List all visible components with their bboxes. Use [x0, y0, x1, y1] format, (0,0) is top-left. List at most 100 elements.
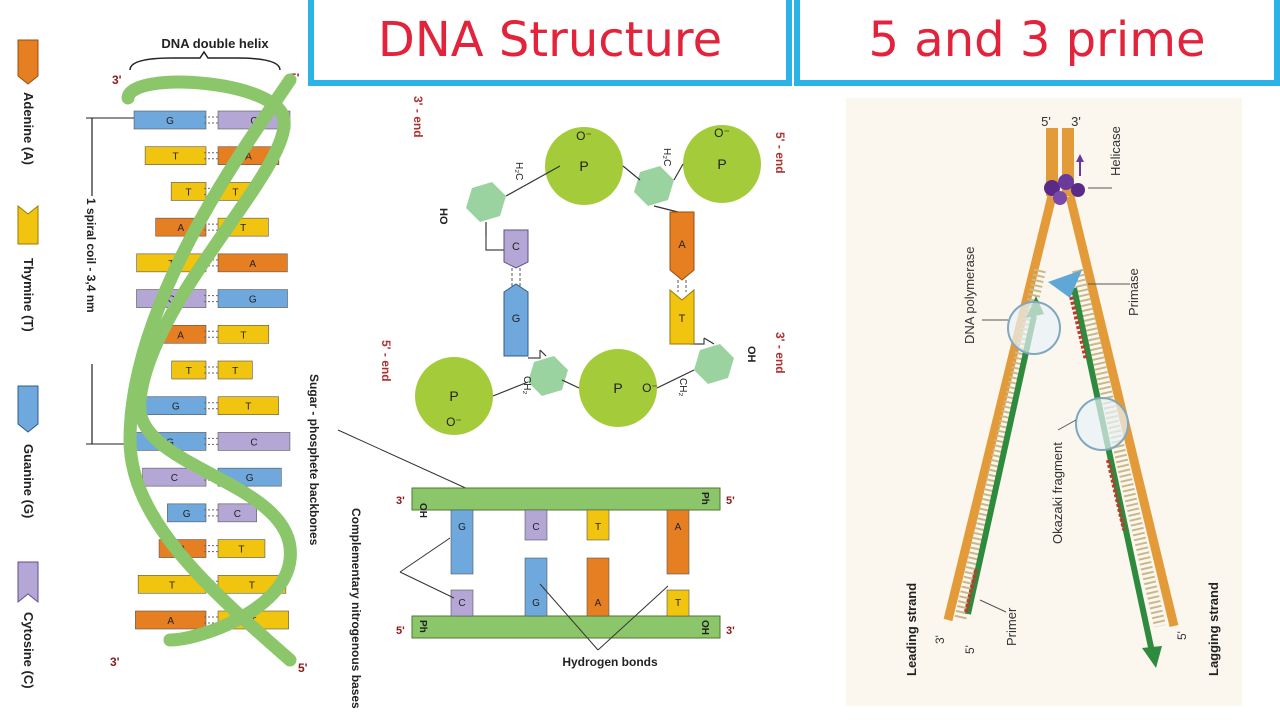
helix-base-left — [171, 360, 207, 380]
chem-end-5-top: 5' - end — [773, 132, 787, 174]
ladder-top-base-label: A — [675, 522, 682, 533]
lagging-rungs — [1072, 268, 1166, 628]
ladder-bottom-rail — [411, 615, 721, 639]
helix-base-left-label: C — [168, 295, 175, 306]
fork-leading-strand: Leading strand — [904, 583, 919, 676]
helix-backbone-2 — [121, 75, 297, 647]
chem-link-g — [528, 350, 541, 359]
complementary-pointer-1 — [399, 537, 451, 573]
hydrogen-pointer-2 — [597, 585, 669, 651]
chem-ch2-2: CH₂ — [677, 378, 688, 396]
helix-backbone-1 — [123, 73, 297, 667]
sugar-ring-3 — [528, 356, 568, 396]
chem-base-t — [669, 288, 695, 345]
helix-base-left — [133, 110, 207, 130]
ladder-top-base — [524, 509, 548, 541]
ladder-oh-bottom: OH — [699, 620, 710, 635]
title-prime-text: 5 and 3 prime — [868, 12, 1206, 68]
fork-top-5: 5' — [1041, 114, 1051, 129]
ladder-bottom-base-label: C — [458, 598, 465, 609]
helix-base-right-label: T — [232, 187, 238, 198]
ladder-bottom-base-label: A — [595, 598, 602, 609]
primase-icon — [1048, 270, 1082, 298]
chem-base-t-label: T — [679, 313, 686, 325]
chem-base-a-label: A — [678, 239, 686, 251]
ladder-top-base — [666, 509, 690, 575]
fork-okazaki: Okazaki fragment — [1050, 442, 1065, 544]
helix-base-left-label: G — [166, 116, 174, 127]
sugar-ring-4 — [694, 344, 734, 384]
legend-thymine: Thymine (T) — [21, 258, 36, 332]
chem-base-g — [503, 283, 529, 357]
ladder-top-base-label: T — [595, 522, 601, 533]
complementary-label: Complementary nitrogenous bases — [349, 508, 363, 709]
okazaki-pointer — [1057, 419, 1077, 431]
fork-bottom-3: 3' — [933, 635, 947, 644]
ladder-top-base — [450, 509, 474, 575]
ladder-bottom-base — [524, 557, 548, 617]
thymine-legend-icon — [17, 204, 39, 245]
fork-primer: Primer — [1004, 607, 1019, 646]
helix-base-left-label: T — [186, 366, 192, 377]
coil-label: 1 spiral coil - 3,4 nm — [84, 198, 98, 313]
leading-template — [943, 194, 1057, 622]
ladder-ph-top: Ph — [699, 492, 710, 505]
fork-helicase: Helicase — [1108, 126, 1123, 176]
helix-base-right — [217, 432, 291, 451]
helix-base-right — [217, 360, 253, 380]
chem-link-t — [690, 338, 705, 345]
helix-base-right-label: A — [245, 152, 252, 163]
p-atom-2: P — [717, 156, 726, 172]
lagging-arrowhead-icon — [1142, 646, 1162, 668]
phosphate-2 — [683, 125, 761, 203]
replication-fork: 5' 3' Helicase Primase DNA polymerase — [846, 98, 1242, 706]
helix-base-right-label: G — [249, 295, 257, 306]
bond-2 — [622, 165, 641, 181]
helix-base-right — [217, 324, 270, 344]
coil-label-bg — [84, 196, 100, 364]
chemical-structure: 3' - end 5' - end 3' - end 5' - end P P … — [379, 96, 787, 435]
helix-base-right-label: A — [249, 259, 256, 270]
complementary-pointer-2 — [399, 571, 455, 599]
ladder-top-left: 3' — [396, 495, 405, 507]
ladder-bottom-base — [450, 589, 474, 617]
p-atom-4: P — [449, 388, 458, 404]
helix-base-left-label: A — [167, 616, 174, 627]
chem-ho: HO — [437, 208, 449, 225]
dna-double-helix: DNA double helix 3' 5' 3' 5' 1 spiral co… — [84, 36, 471, 675]
bond-1 — [505, 165, 561, 197]
helix-base-left — [135, 610, 207, 630]
ladder-top-rail — [411, 487, 721, 511]
hydrogen-pointer-1 — [539, 583, 599, 651]
helix-base-right-label: T — [240, 223, 246, 234]
ladder-bottom-right: 3' — [726, 625, 735, 637]
bond-9 — [539, 349, 547, 357]
chem-end-3-top: 3' - end — [411, 96, 425, 138]
ladder-bottom-left: 5' — [396, 625, 405, 637]
helix-base-left-label: T — [173, 152, 179, 163]
helix-base-right-label: T — [232, 366, 238, 377]
dna-polymerase-1-icon — [1007, 301, 1061, 355]
helix-end-bottom-right: 5' — [298, 661, 308, 675]
chem-link-c — [485, 236, 504, 251]
helix-base-left-label: G — [172, 402, 180, 413]
helix-base-right — [217, 539, 266, 558]
title-5-and-3-prime: 5 and 3 prime — [794, 0, 1280, 86]
helix-base-left-label: G — [183, 509, 191, 520]
dna-polymerase-2-icon — [1075, 397, 1129, 451]
primer-lagging-2 — [1106, 459, 1126, 531]
chem-base-g-label: G — [512, 313, 521, 325]
helicase-icon — [1044, 174, 1085, 205]
o-minus-1: O⁻ — [576, 129, 592, 143]
chem-base-c — [503, 229, 529, 269]
fork-top-3: 3' — [1071, 114, 1081, 129]
sugar-ring-2 — [634, 166, 674, 206]
fork-bottom-5a: 5' — [963, 645, 977, 654]
bond-8 — [653, 205, 679, 213]
bond-6 — [492, 381, 529, 397]
o-minus-2: O⁻ — [714, 126, 730, 140]
ladder-top-base-label: C — [532, 522, 539, 533]
